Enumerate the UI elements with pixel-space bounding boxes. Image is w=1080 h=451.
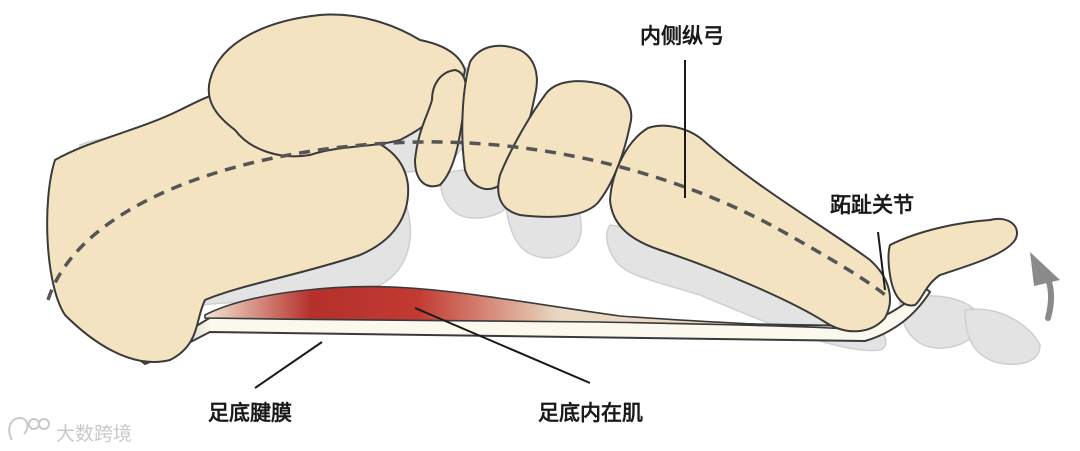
mtp-joint-label: 跖趾关节 [830,193,914,217]
proximal-phalanx [889,219,1018,306]
watermark-logo-icon [9,418,49,440]
medial-arch-label: 内侧纵弓 [640,24,724,48]
plantar-fascia-leader [255,342,322,388]
plantar-fascia-label: 足底腱膜 [208,401,292,425]
intrinsic-muscles-label: 足底内在肌 [538,401,643,425]
watermark-text: 大数跨境 [56,423,132,445]
shadow-toe-distal [965,309,1040,364]
arrow-head [1030,252,1060,286]
